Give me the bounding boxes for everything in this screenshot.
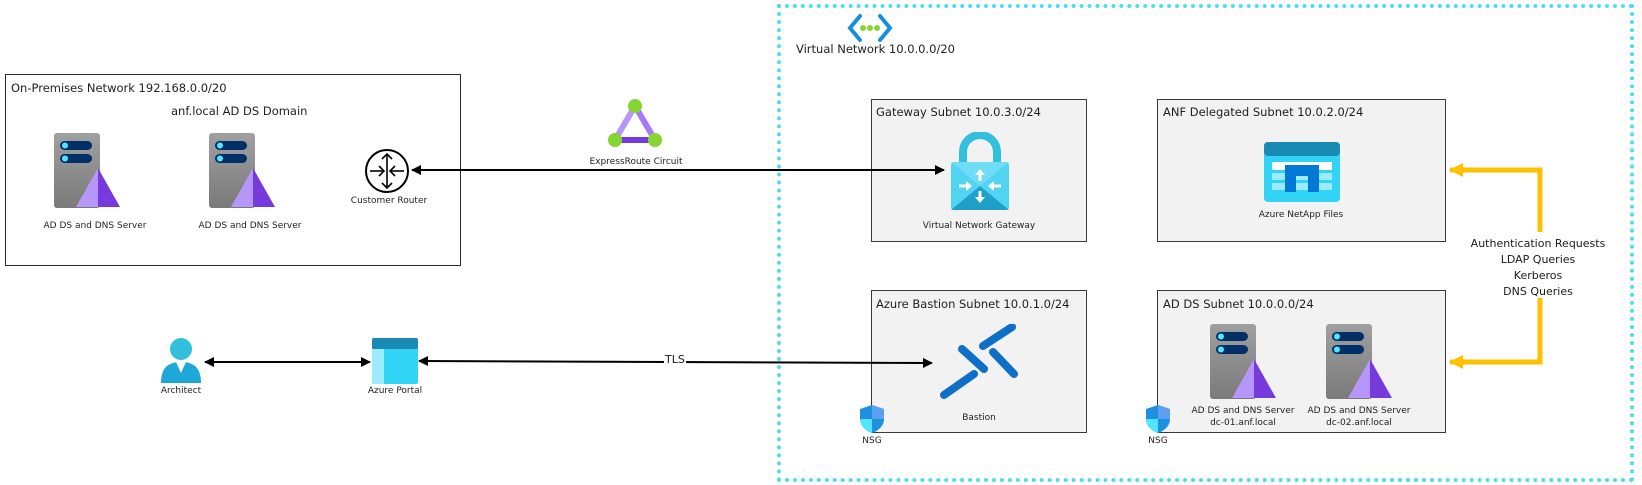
azure-portal-label: Azure Portal xyxy=(367,386,423,396)
bastion-subnet-title: Azure Bastion Subnet 10.0.1.0/24 xyxy=(876,297,1070,311)
gateway-subnet-title: Gateway Subnet 10.0.3.0/24 xyxy=(876,105,1041,119)
virtual-network-icon xyxy=(847,14,893,42)
ad-ds-server-icon xyxy=(1326,324,1392,399)
anf-subnet-title: ANF Delegated Subnet 10.0.2.0/24 xyxy=(1163,105,1364,119)
server-label: AD DS and DNS Server xyxy=(198,221,302,231)
auth-flow-label: Authentication Requests LDAP Queries Ker… xyxy=(1471,236,1606,300)
ad-ds-subnet: AD DS Subnet 10.0.0.0/24 xyxy=(1157,290,1446,433)
nsg-label: NSG xyxy=(1148,436,1168,446)
nsg-shield-icon xyxy=(1146,405,1170,433)
dc-01-hostname: dc-01.anf.local xyxy=(1210,418,1276,428)
expressroute-circuit-icon xyxy=(608,99,662,147)
dc-02-hostname: dc-02.anf.local xyxy=(1326,418,1392,428)
domain-label: anf.local AD DS Domain xyxy=(171,104,308,118)
tls-label: TLS xyxy=(664,353,686,366)
ad-ds-subnet-title: AD DS Subnet 10.0.0.0/24 xyxy=(1163,297,1314,311)
vnet-title: Virtual Network 10.0.0.0/20 xyxy=(796,42,955,56)
nsg-label: NSG xyxy=(862,436,882,446)
azure-portal-icon xyxy=(372,338,418,384)
bastion-icon xyxy=(940,324,1018,399)
bastion-label: Bastion xyxy=(962,413,996,423)
router-icon xyxy=(365,149,409,193)
auth-line: LDAP Queries xyxy=(1500,253,1576,266)
architect-user-icon xyxy=(161,338,201,383)
expressroute-label: ExpressRoute Circuit xyxy=(589,157,683,167)
azure-netapp-files-icon xyxy=(1264,142,1340,202)
nsg-shield-icon xyxy=(860,405,884,433)
virtual-network-boundary xyxy=(777,4,1634,482)
auth-arrow-to-anf xyxy=(1449,163,1543,232)
ad-ds-server-icon xyxy=(209,133,275,208)
dc-01-role: AD DS and DNS Server xyxy=(1191,406,1295,416)
ad-ds-server-icon xyxy=(1210,324,1276,399)
server-label: AD DS and DNS Server xyxy=(43,221,147,231)
auth-arrow-to-adds xyxy=(1449,298,1543,369)
on-premises-title: On-Premises Network 192.168.0.0/20 xyxy=(11,81,227,95)
anf-label: Azure NetApp Files xyxy=(1258,210,1344,220)
dc-02-label: AD DS and DNS Server dc-02.anf.local xyxy=(1308,405,1411,429)
dc-01-label: AD DS and DNS Server dc-01.anf.local xyxy=(1192,405,1295,429)
auth-line: Authentication Requests xyxy=(1470,237,1606,250)
architect-label: Architect xyxy=(160,386,202,396)
auth-line: DNS Queries xyxy=(1503,285,1573,298)
gateway-label: Virtual Network Gateway xyxy=(922,221,1036,231)
ad-ds-server-icon xyxy=(54,133,120,208)
auth-line: Kerberos xyxy=(1513,269,1563,282)
virtual-network-gateway-icon xyxy=(951,132,1009,210)
router-label: Customer Router xyxy=(350,196,428,206)
dc-02-role: AD DS and DNS Server xyxy=(1307,406,1411,416)
